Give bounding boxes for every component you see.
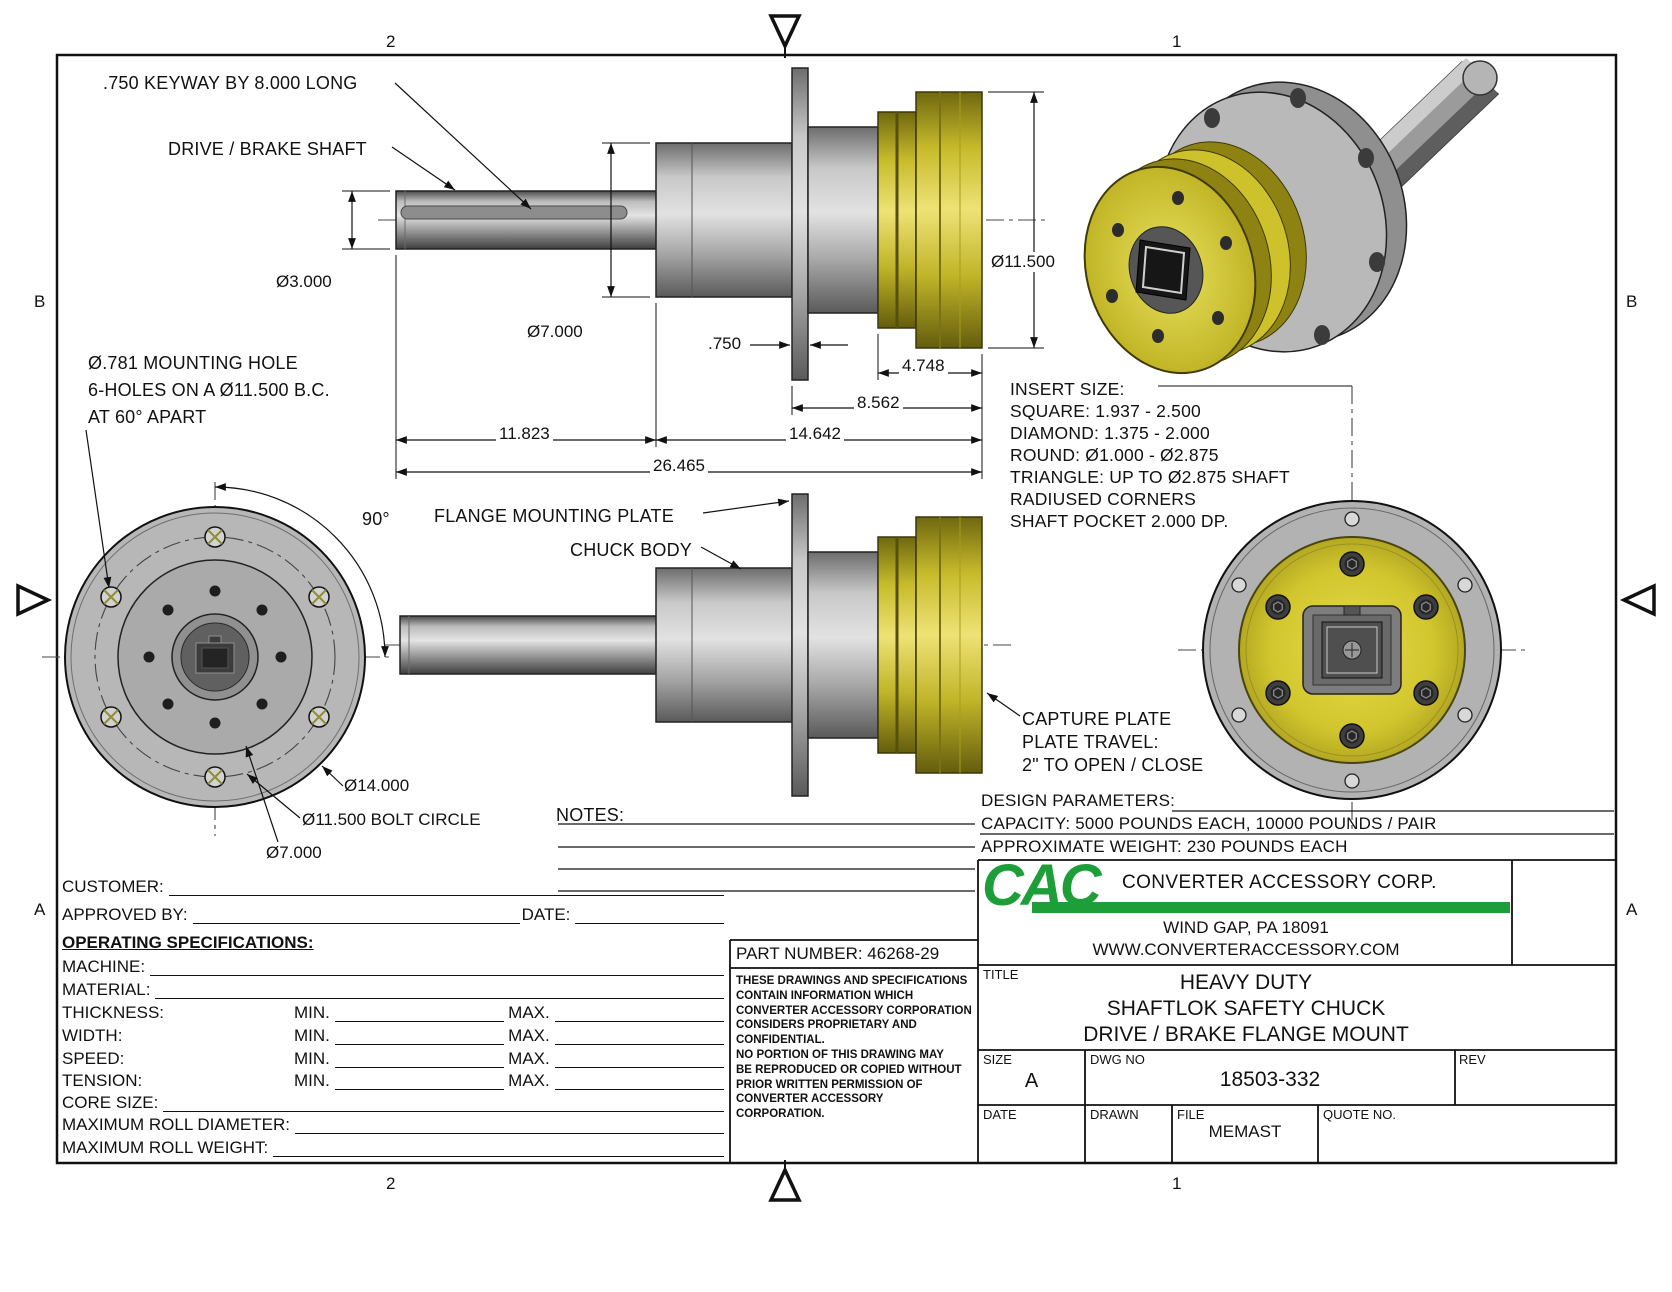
flange-mounting-plate bbox=[791, 67, 809, 381]
dim-inner-dia: Ø7.000 bbox=[266, 843, 322, 862]
operating-specifications-heading: OPERATING SPECIFICATIONS: bbox=[62, 933, 314, 952]
keyway-callout: .750 KEYWAY BY 8.000 LONG bbox=[103, 73, 358, 93]
dim-hub-width: 4.748 bbox=[899, 356, 948, 376]
proprietary-notice: THESE DRAWINGS AND SPECIFICATIONS CONTAI… bbox=[736, 975, 972, 1121]
size-value: A bbox=[1024, 1070, 1039, 1092]
keyway-slot bbox=[400, 205, 628, 220]
company-website: WWW.CONVERTERACCESSORY.COM bbox=[1092, 940, 1400, 959]
dim-flange-dia: Ø11.500 bbox=[988, 252, 1058, 272]
zone-col-2-bottom: 2 bbox=[386, 1174, 396, 1193]
field-speed: SPEED: MIN. MAX. bbox=[62, 1048, 726, 1069]
file-value: MEMAST bbox=[1208, 1122, 1282, 1141]
chuck-body-front bbox=[655, 142, 793, 298]
field-approved-by: APPROVED BY: DATE: bbox=[62, 904, 726, 925]
capture-plate-callout: CAPTURE PLATE PLATE TRAVEL: 2" TO OPEN /… bbox=[1022, 709, 1204, 775]
file-label: FILE bbox=[1177, 1107, 1205, 1122]
front-view-flange bbox=[42, 429, 392, 843]
zone-col-1-top: 1 bbox=[1172, 32, 1182, 51]
zone-col-1-bottom: 1 bbox=[1172, 1174, 1182, 1193]
field-width: WIDTH: MIN. MAX. bbox=[62, 1025, 726, 1046]
quote-no-label: QUOTE NO. bbox=[1323, 1107, 1396, 1122]
ruled-lines bbox=[558, 810, 1614, 892]
field-max-roll-weight: MAXIMUM ROLL WEIGHT: bbox=[62, 1137, 726, 1158]
chuck-body-callout: CHUCK BODY bbox=[570, 540, 693, 560]
field-tension: TENSION: MIN. MAX. bbox=[62, 1070, 726, 1091]
drive-brake-shaft-2 bbox=[399, 615, 659, 675]
design-parameters-block: DESIGN PARAMETERS: CAPACITY: 5000 POUNDS… bbox=[981, 791, 1437, 856]
field-customer: CUSTOMER: bbox=[62, 876, 726, 897]
registration-marks bbox=[16, 14, 1656, 1202]
dim-outer-dia: Ø14.000 bbox=[344, 776, 410, 795]
dim-bolt-circle: Ø11.500 BOLT CIRCLE bbox=[302, 810, 481, 829]
angle-90-label: 90° bbox=[362, 509, 390, 529]
title-block-grid bbox=[729, 859, 1616, 1163]
chuck-hub-drum bbox=[915, 91, 983, 349]
dim-overall-length: 26.465 bbox=[650, 456, 708, 476]
zone-col-2-top: 2 bbox=[386, 32, 396, 51]
drawing-title: HEAVY DUTY SHAFTLOK SAFETY CHUCK DRIVE /… bbox=[1083, 971, 1409, 1046]
zone-row-a-left: A bbox=[34, 900, 46, 919]
mounting-hole-callout: Ø.781 MOUNTING HOLE 6-HOLES ON A Ø11.500… bbox=[88, 353, 330, 427]
field-core-size: CORE SIZE: bbox=[62, 1092, 726, 1113]
size-label: SIZE bbox=[983, 1052, 1012, 1067]
rev-label: REV bbox=[1459, 1052, 1486, 1067]
field-machine: MACHINE: bbox=[62, 956, 726, 977]
flange-mounting-plate-callout: FLANGE MOUNTING PLATE bbox=[434, 506, 674, 526]
zone-row-b-right: B bbox=[1626, 292, 1638, 311]
company-name: CONVERTER ACCESSORY CORP. bbox=[1122, 872, 1437, 893]
field-max-roll-diameter: MAXIMUM ROLL DIAMETER: bbox=[62, 1114, 726, 1135]
dim-shaft-length: 11.823 bbox=[496, 424, 553, 444]
front-view-chuck-face bbox=[1158, 385, 1528, 833]
date-label: DATE bbox=[983, 1107, 1017, 1122]
cac-logo: CAC bbox=[982, 853, 1102, 918]
sheet-border bbox=[55, 53, 1618, 1165]
drive-brake-shaft bbox=[395, 190, 659, 250]
dwg-no-value: 18503-332 bbox=[1219, 1068, 1321, 1091]
insert-size-callout: INSERT SIZE: SQUARE: 1.937 - 2.500 DIAMO… bbox=[1010, 379, 1290, 531]
company-address: WIND GAP, PA 18091 bbox=[1163, 918, 1329, 937]
chuck-body-2 bbox=[655, 567, 793, 723]
dim-body-dia: Ø7.000 bbox=[527, 322, 583, 341]
logo-bar bbox=[1032, 902, 1510, 913]
iso-square-insert bbox=[1135, 239, 1191, 301]
isometric-view bbox=[1083, 58, 1500, 375]
capture-plate-2 bbox=[915, 516, 983, 774]
zone-row-b-left: B bbox=[34, 292, 46, 311]
dim-plate-to-end: 8.562 bbox=[854, 393, 903, 413]
side-view-top bbox=[342, 67, 1050, 479]
dim-body-length: 14.642 bbox=[786, 424, 844, 444]
dwg-no-label: DWG NO bbox=[1090, 1052, 1145, 1067]
zone-row-a-right: A bbox=[1626, 900, 1638, 919]
notes-heading: NOTES: bbox=[556, 805, 625, 825]
drive-brake-shaft-callout: DRIVE / BRAKE SHAFT bbox=[168, 139, 367, 159]
field-material: MATERIAL: bbox=[62, 979, 726, 1000]
title-label: TITLE bbox=[983, 967, 1019, 982]
flange-mounting-plate-2 bbox=[791, 493, 809, 797]
side-view-bottom bbox=[385, 493, 1021, 797]
drawn-label: DRAWN bbox=[1090, 1107, 1139, 1122]
part-number: PART NUMBER: 46268-29 bbox=[736, 944, 940, 963]
dim-plate-thickness: .750 bbox=[708, 334, 742, 353]
dim-shaft-dia: Ø3.000 bbox=[276, 272, 332, 291]
field-thickness: THICKNESS: MIN. MAX. bbox=[62, 1002, 726, 1023]
